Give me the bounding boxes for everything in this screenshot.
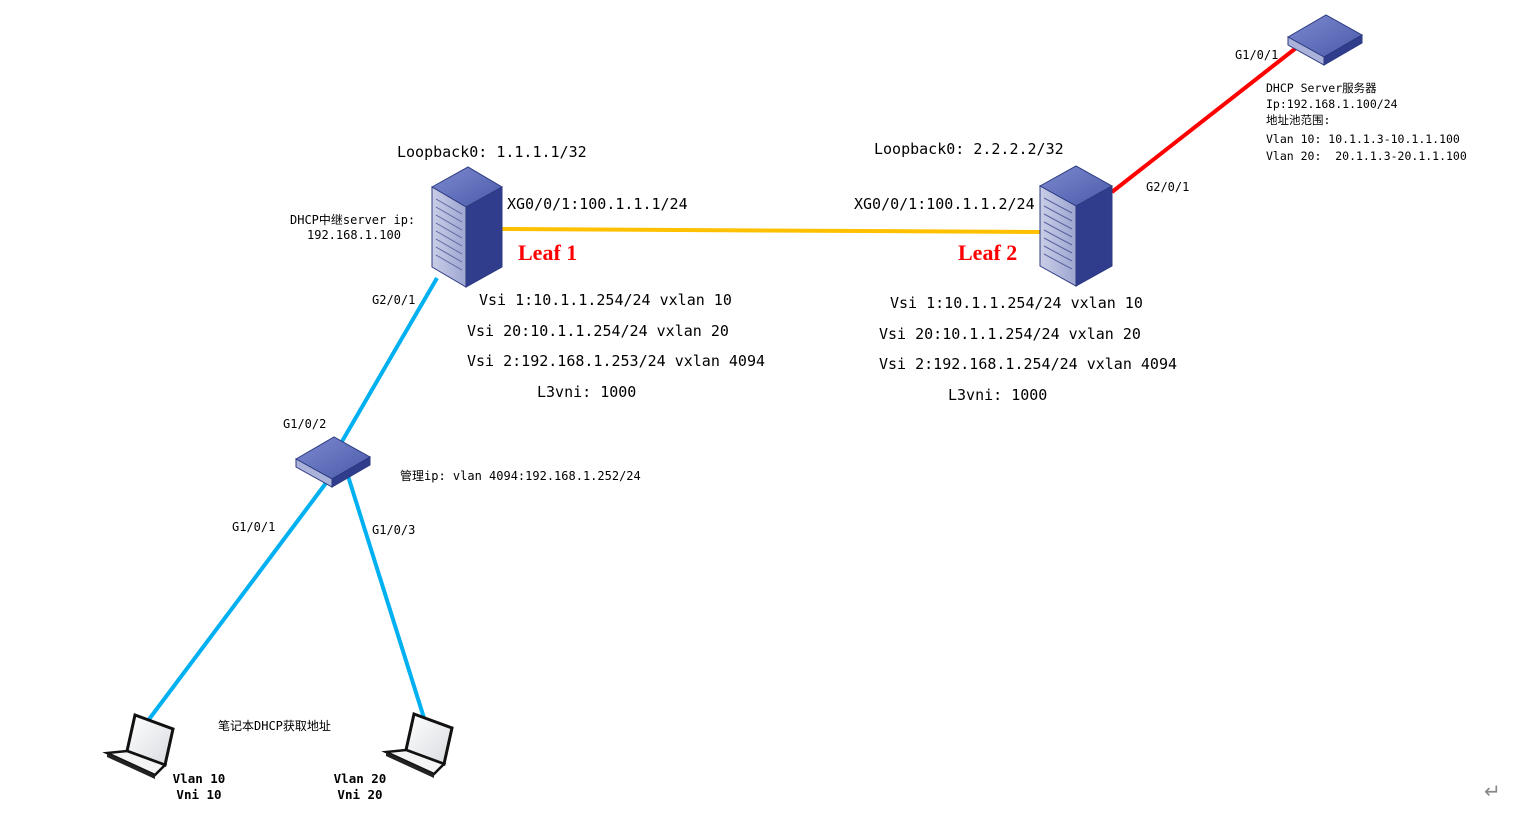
leaf2-uplink-label: XG0/0/1:100.1.1.2/24 <box>854 195 1035 213</box>
laptop-icon <box>102 712 175 779</box>
access-port-right-label: G1/0/3 <box>372 523 416 537</box>
access-mgmt-label: 管理ip: vlan 4094:192.168.1.252/24 <box>400 469 641 483</box>
leaf1-vsi1-label: Vsi 1:10.1.1.254/24 vxlan 10 <box>479 291 732 309</box>
leaf1-loopback-label: Loopback0: 1.1.1.1/32 <box>397 143 587 161</box>
server-link <box>1110 46 1298 194</box>
access-laptop1-link <box>145 473 334 724</box>
leaf1-access-link <box>335 276 439 452</box>
access-switch-icon <box>294 436 372 488</box>
server-pool-vlan10: Vlan 10: 10.1.1.3-10.1.1.100 <box>1266 132 1460 146</box>
server-pool-label: 地址池范围: <box>1266 113 1331 127</box>
access-switch-icon <box>1286 14 1364 66</box>
leaf1-downlink-port-label: G2/0/1 <box>372 293 416 307</box>
leaf1-l3vni-label: L3vni: 1000 <box>537 383 637 401</box>
laptop2-vlan-label: Vlan 20 <box>333 771 387 786</box>
leaf2-server-port-label: G2/0/1 <box>1146 180 1190 194</box>
leaf1-relay-label: DHCP中继server ip: <box>290 213 416 227</box>
laptop-icon <box>381 711 454 778</box>
leaf2-l3vni-label: L3vni: 1000 <box>948 386 1048 404</box>
server-pool-vlan20: Vlan 20: 20.1.1.3-20.1.1.100 <box>1266 149 1467 163</box>
leaf1-relay-ip-label: 192.168.1.100 <box>307 228 401 242</box>
access-uplink-port-label: G1/0/2 <box>283 417 327 431</box>
leaf2-vsi2-label: Vsi 2:192.168.1.254/24 vxlan 4094 <box>879 355 1178 373</box>
laptop2-vni-label: Vni 20 <box>337 787 383 802</box>
access-laptop2-link <box>346 475 426 719</box>
server-ip-label: Ip:192.168.1.100/24 <box>1266 97 1398 111</box>
leaf1-vsi20-label: Vsi 20:10.1.1.254/24 vxlan 20 <box>467 322 729 340</box>
leaf1-name: Leaf 1 <box>518 240 578 265</box>
leaf-interconnect-link <box>501 227 1041 234</box>
laptop1-vlan-label: Vlan 10 <box>172 771 226 786</box>
server-port-label: G1/0/1 <box>1235 48 1279 62</box>
laptop-caption: 笔记本DHCP获取地址 <box>218 719 331 733</box>
leaf2-name: Leaf 2 <box>958 240 1018 265</box>
core-switch-icon <box>1038 165 1114 287</box>
leaf2-vsi20-label: Vsi 20:10.1.1.254/24 vxlan 20 <box>879 325 1141 343</box>
leaf1-vsi2-label: Vsi 2:192.168.1.253/24 vxlan 4094 <box>467 352 766 370</box>
laptop1-vni-label: Vni 10 <box>176 787 222 802</box>
leaf2-vsi1-label: Vsi 1:10.1.1.254/24 vxlan 10 <box>890 294 1143 312</box>
server-name-label: DHCP Server服务器 <box>1266 81 1377 95</box>
access-port-left-label: G1/0/1 <box>232 520 276 534</box>
leaf2-loopback-label: Loopback0: 2.2.2.2/32 <box>874 140 1064 158</box>
core-switch-icon <box>430 166 504 288</box>
return-arrow-icon: ↵ <box>1484 779 1501 803</box>
leaf1-uplink-label: XG0/0/1:100.1.1.1/24 <box>507 195 688 213</box>
